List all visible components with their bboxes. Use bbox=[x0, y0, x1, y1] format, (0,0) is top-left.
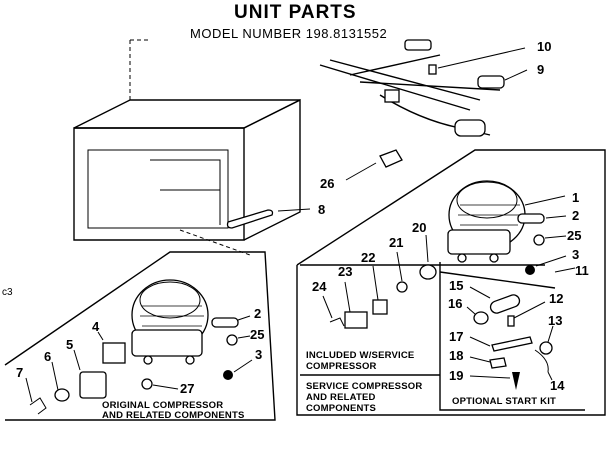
start-kit-caption: OPTIONAL START KIT bbox=[452, 396, 556, 407]
callout-24: 24 bbox=[312, 279, 327, 294]
service-caption-line1: SERVICE COMPRESSOR bbox=[306, 381, 422, 392]
callout-9: 9 bbox=[537, 62, 544, 77]
nut-3-original bbox=[223, 359, 253, 380]
callout-16: 16 bbox=[448, 296, 462, 311]
diagram-title: UNIT PARTS bbox=[234, 2, 357, 23]
callout-7: 7 bbox=[16, 365, 23, 380]
callout-4: 4 bbox=[92, 319, 100, 334]
cabinet-compartment bbox=[73, 39, 301, 256]
overload-part-27 bbox=[141, 378, 179, 390]
drier-part-8 bbox=[226, 208, 311, 229]
included-caption-line2: COMPRESSOR bbox=[306, 361, 377, 372]
callout-18: 18 bbox=[449, 348, 463, 363]
callout-8: 8 bbox=[318, 202, 325, 217]
relay-part-23 bbox=[344, 281, 368, 329]
overload-part-20 bbox=[419, 234, 437, 280]
wire-part-24 bbox=[322, 295, 345, 327]
included-caption-line1: INCLUDED W/SERVICE bbox=[306, 350, 414, 361]
grommet-2-service bbox=[517, 213, 567, 224]
grommet-2-original bbox=[211, 315, 251, 328]
callout-2-service: 2 bbox=[572, 208, 579, 223]
wire-part-17 bbox=[469, 336, 533, 352]
original-caption-line2: AND RELATED COMPONENTS bbox=[102, 410, 245, 421]
callout-12: 12 bbox=[549, 291, 563, 306]
callout-26: 26 bbox=[320, 176, 334, 191]
callout-1: 1 bbox=[572, 190, 579, 205]
callout-19: 19 bbox=[449, 368, 463, 383]
callout-6: 6 bbox=[44, 349, 51, 364]
callout-17: 17 bbox=[449, 329, 463, 344]
service-caption-line2: AND RELATED bbox=[306, 392, 376, 403]
relay-part-4 bbox=[97, 331, 126, 364]
callout-3-service: 3 bbox=[572, 247, 579, 262]
clip-part-21 bbox=[396, 251, 408, 293]
clip-part-18 bbox=[469, 356, 507, 369]
callout-25-original: 25 bbox=[250, 327, 264, 342]
callout-20: 20 bbox=[412, 220, 426, 235]
callout-25-service: 25 bbox=[567, 228, 581, 243]
clip-part-26 bbox=[345, 149, 403, 181]
start-kit-border bbox=[439, 262, 585, 411]
callout-15: 15 bbox=[449, 278, 463, 293]
callout-3-original: 3 bbox=[255, 347, 262, 362]
wiring-harness bbox=[319, 39, 528, 137]
lead-part-14 bbox=[534, 349, 553, 381]
service-group-border bbox=[296, 149, 606, 416]
callout-23: 23 bbox=[338, 264, 352, 279]
model-number: MODEL NUMBER 198.8131552 bbox=[190, 26, 387, 41]
washer-25-original bbox=[226, 334, 251, 346]
callout-27: 27 bbox=[180, 381, 194, 396]
wire-part-7 bbox=[25, 377, 47, 415]
callout-10: 10 bbox=[537, 39, 551, 54]
cover-part-5 bbox=[73, 349, 107, 399]
service-caption-line3: COMPONENTS bbox=[306, 403, 376, 414]
original-compressor bbox=[131, 279, 209, 365]
service-compressor bbox=[447, 180, 566, 263]
screw-part-12 bbox=[507, 301, 546, 327]
relay-part-22 bbox=[372, 265, 388, 315]
terminal-part-13 bbox=[539, 325, 554, 355]
capacitor-part-15 bbox=[469, 286, 521, 314]
side-mark: c3 bbox=[2, 287, 13, 298]
callout-13: 13 bbox=[548, 313, 562, 328]
bracket-part-16 bbox=[466, 306, 489, 325]
screw-part-19 bbox=[469, 372, 520, 390]
washer-25-service bbox=[533, 234, 567, 246]
callout-21: 21 bbox=[389, 235, 403, 250]
original-caption-line1: ORIGINAL COMPRESSOR bbox=[102, 400, 223, 411]
callout-2-original: 2 bbox=[254, 306, 261, 321]
callout-5: 5 bbox=[66, 337, 73, 352]
original-group-border bbox=[4, 251, 276, 421]
callout-14: 14 bbox=[550, 378, 565, 393]
callout-11: 11 bbox=[575, 263, 589, 278]
clip-part-6 bbox=[51, 361, 70, 402]
callout-22: 22 bbox=[361, 250, 375, 265]
